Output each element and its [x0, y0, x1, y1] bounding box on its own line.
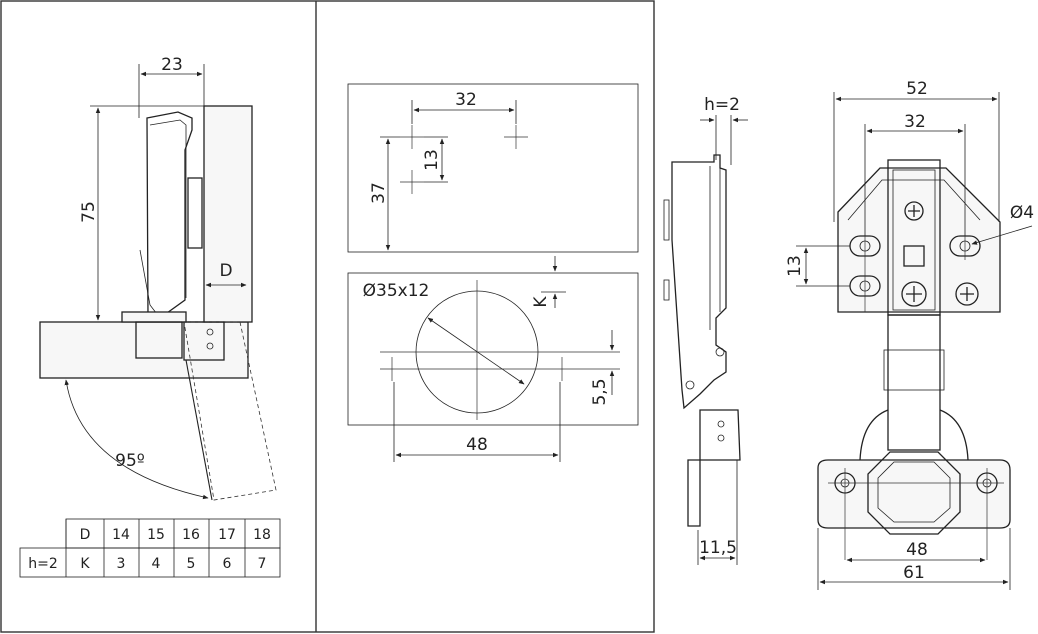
label-d: D — [219, 261, 232, 281]
dim-48-drill: 48 — [466, 435, 488, 455]
table-head-d: D — [80, 527, 91, 543]
dim-75: 75 — [79, 201, 99, 223]
dim-37: 37 — [369, 182, 389, 204]
side-h-label: h=2 — [704, 95, 740, 115]
cup-label: Ø35x12 — [363, 281, 430, 301]
hinge-arm-front — [837, 167, 1001, 313]
hinge-cup — [183, 321, 225, 361]
cabinet-panel — [39, 321, 249, 379]
table-cell-d: 18 — [253, 527, 271, 543]
dim-13-front: 13 — [785, 255, 805, 277]
screw-icon — [955, 282, 979, 306]
table-cell-d: 14 — [112, 527, 130, 543]
table-cell-k: 5 — [187, 556, 196, 572]
table-cell-d: 16 — [182, 527, 200, 543]
table-h-label: h=2 — [28, 556, 58, 572]
dim-13-left: 13 — [422, 149, 442, 171]
table-cell-k: 7 — [258, 556, 267, 572]
base-plate — [817, 459, 1011, 529]
table-cell-k: 4 — [152, 556, 161, 572]
front-view: 52 32 Ø4 13 48 61 — [785, 79, 1034, 590]
angle-95: 95º — [115, 451, 145, 471]
dim-48-front: 48 — [906, 540, 928, 560]
dim-32-front: 32 — [904, 112, 926, 132]
left-view: 23 75 D 95º — [39, 55, 277, 501]
cup-drilling-panel — [347, 272, 639, 426]
dim-k: K — [531, 296, 551, 308]
screw-icon — [901, 281, 927, 307]
table-cell-k: 3 — [117, 556, 126, 572]
table-cell-d: 17 — [218, 527, 236, 543]
side-hinge-body — [671, 154, 727, 410]
drilling-diagram: 32 13 37 Ø35x12 K 5,5 48 — [347, 83, 639, 462]
door-leaf — [203, 105, 253, 323]
table-head-k: K — [80, 556, 90, 572]
dim-5-5: 5,5 — [590, 378, 610, 405]
side-cup — [699, 409, 741, 461]
dim-dia-4: Ø4 — [1010, 203, 1034, 223]
outer-frame — [0, 0, 655, 633]
dim-11-5: 11,5 — [699, 538, 737, 558]
table-cell-k: 6 — [223, 556, 232, 572]
dim-32-top: 32 — [455, 90, 477, 110]
dim-61: 61 — [903, 563, 925, 583]
dimension-table: D K h=2 14 15 16 17 18 3 4 5 6 7 — [19, 518, 281, 578]
mounting-plate — [121, 311, 187, 323]
dim-23: 23 — [161, 55, 183, 75]
hinge-arm — [146, 111, 193, 319]
side-view: h=2 11,5 — [663, 95, 748, 565]
screw-icon — [904, 201, 924, 221]
door-drilling-panel — [347, 83, 639, 253]
table-cell-d: 15 — [147, 527, 165, 543]
dim-52: 52 — [906, 79, 928, 99]
